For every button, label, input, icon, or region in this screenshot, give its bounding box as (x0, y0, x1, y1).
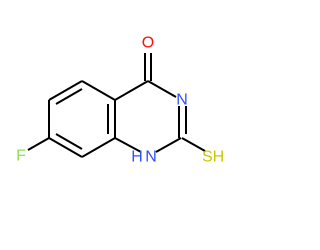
bond-c4a-c4 (114, 80, 149, 101)
bond-c7-f (27, 137, 50, 151)
bond-n1-c8a (114, 137, 142, 153)
bond-c5-c6-inner (55, 88, 83, 105)
oxygen-label: O (142, 35, 154, 52)
fluorine-label: F (16, 148, 26, 165)
bond-c2-n1 (155, 137, 182, 153)
bond-c7-c8-inner (55, 133, 83, 150)
ring-nitrogen-label: N (176, 92, 188, 109)
bond-c4-n3 (147, 80, 177, 98)
bond-c5-c6 (48, 80, 83, 101)
bond-c4a-c5 (81, 80, 116, 101)
bond-c8-c8a (81, 137, 116, 158)
nh-nitrogen-label: N (145, 149, 157, 166)
quinazolinone-structure: O N H N F SH (16, 35, 224, 166)
sulfur-label: SH (202, 149, 224, 166)
bond-c2-s (181, 137, 206, 152)
nh-hydrogen-label: H (131, 149, 143, 166)
structure-canvas: O N H N F SH (16, 34, 225, 166)
bond-c7-c8 (48, 137, 83, 158)
